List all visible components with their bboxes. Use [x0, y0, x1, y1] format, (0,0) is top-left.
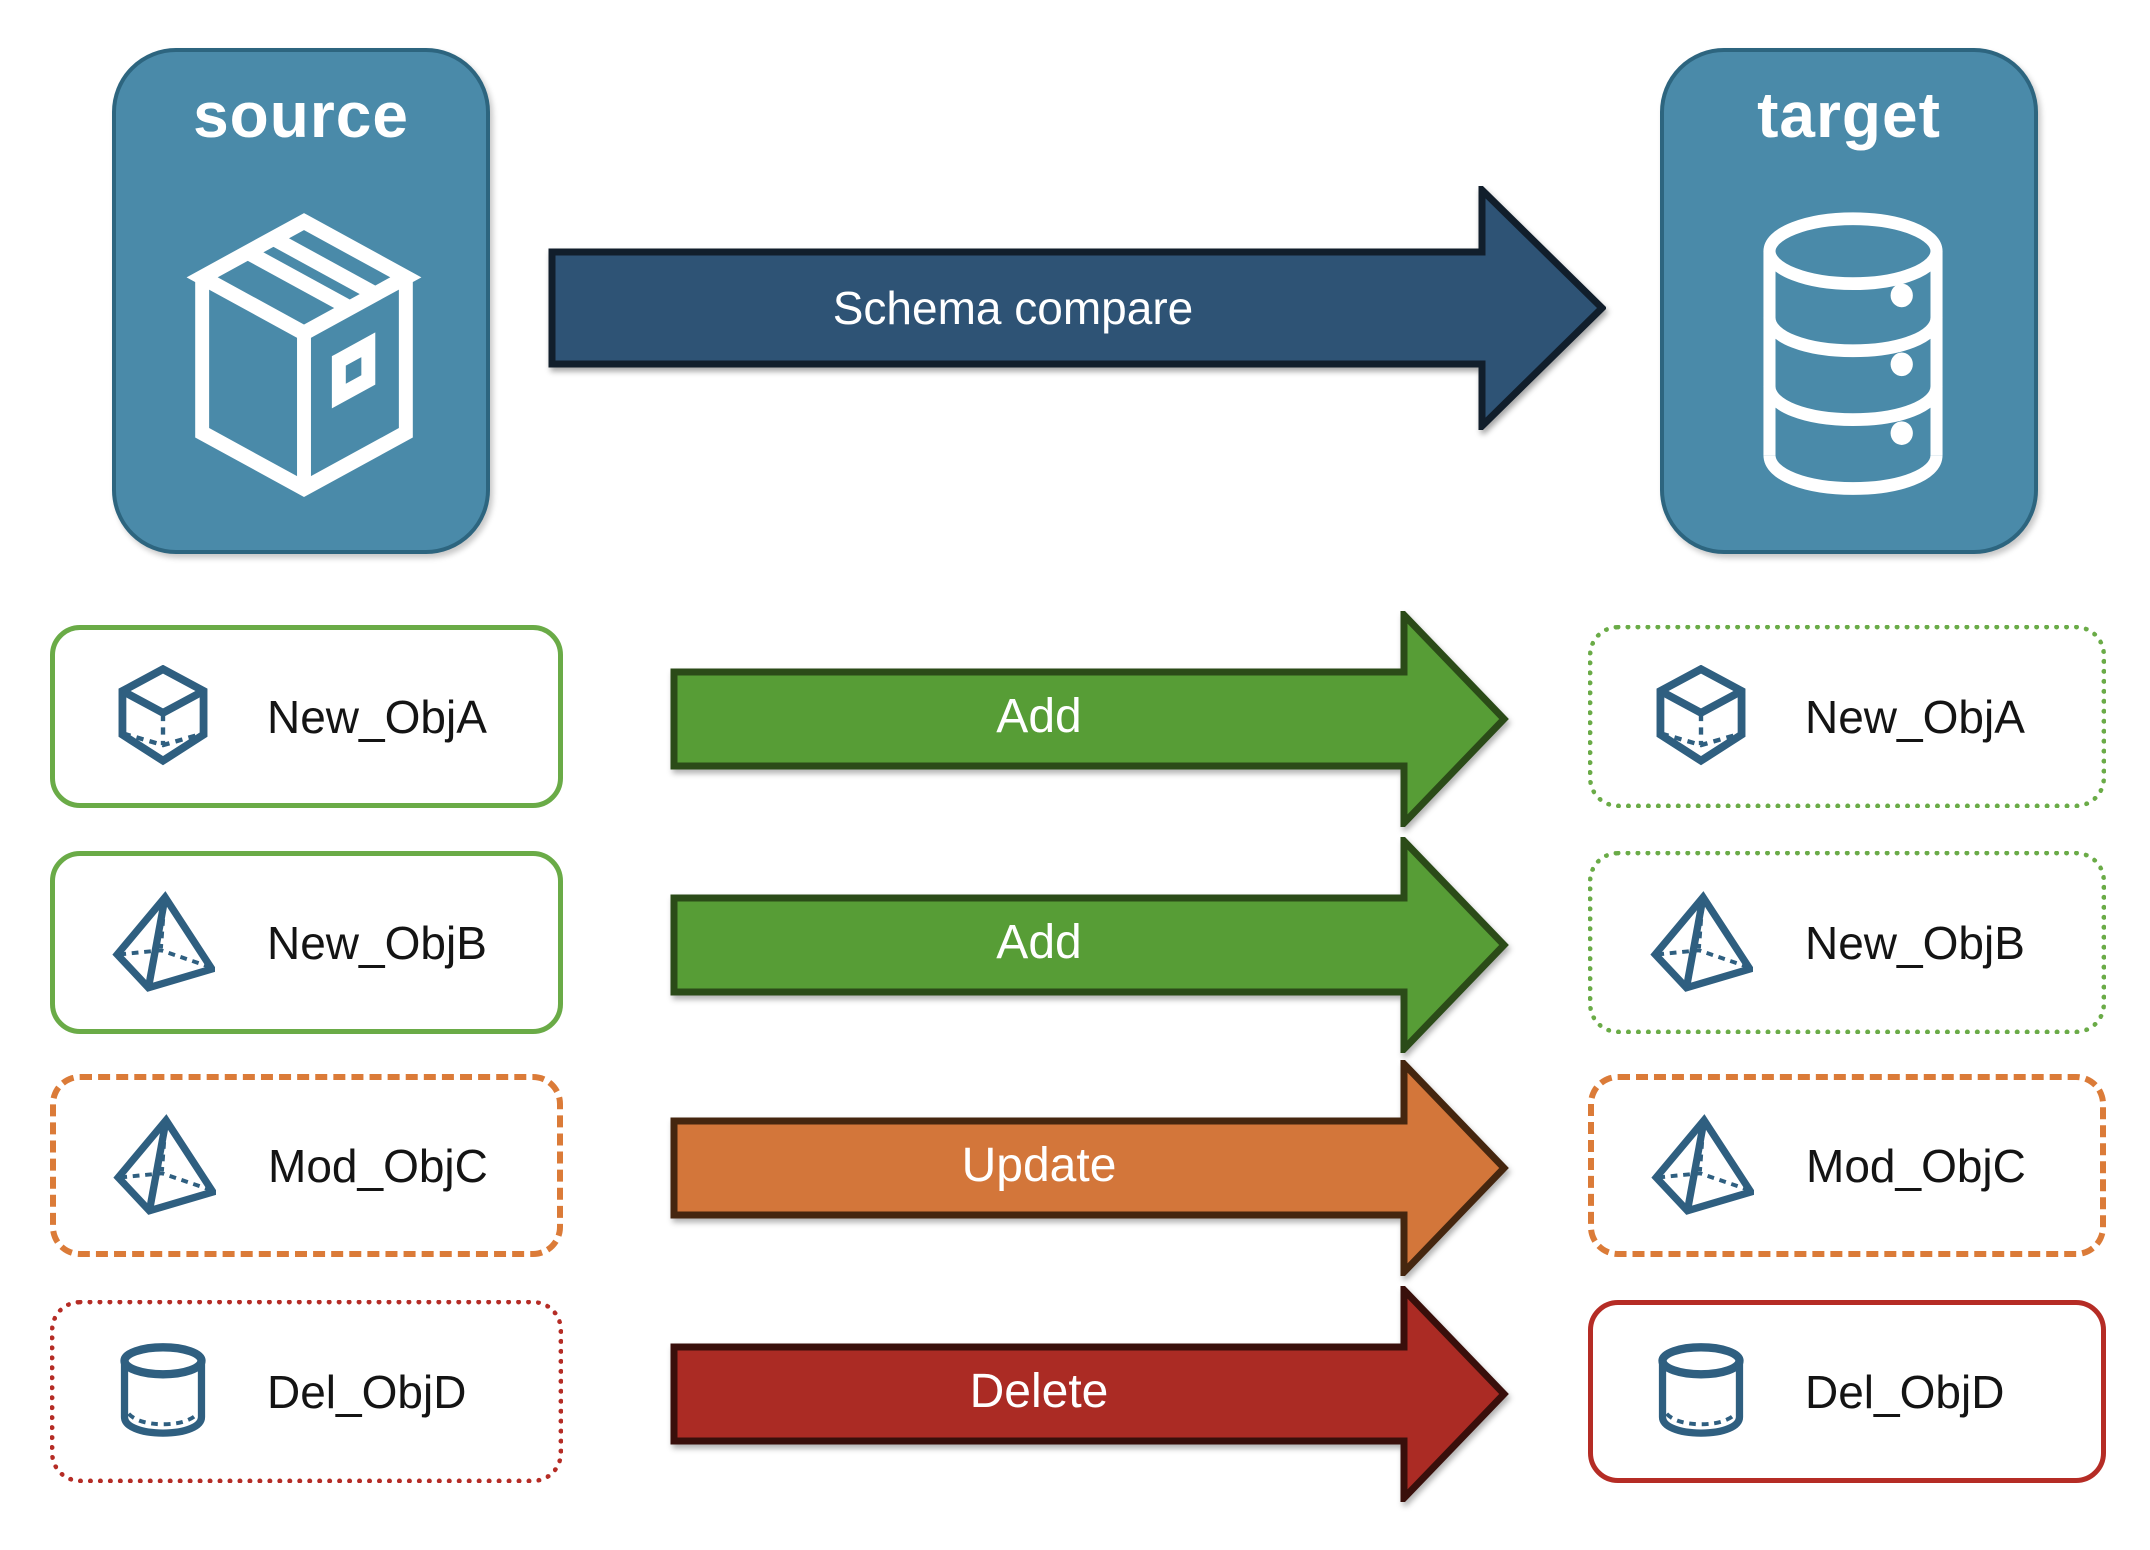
add-arrow	[670, 611, 1509, 827]
update-arrow-label: Update	[961, 1139, 1117, 1192]
pyramid-icon	[112, 890, 215, 992]
update-arrow	[670, 1060, 1509, 1276]
object-row-new-obja: New_ObjA Add New_ObjA	[0, 611, 2150, 827]
object-row-del-objd: Del_ObjD Delete Del_ObjD	[0, 1286, 2150, 1502]
pyramid-icon	[113, 1113, 216, 1215]
target-object-card: Del_ObjD	[1588, 1300, 2106, 1483]
source-object-card: Mod_ObjC	[50, 1074, 563, 1257]
cylinder-icon	[120, 1342, 206, 1437]
source-object-card: New_ObjA	[50, 625, 563, 808]
add-arrow	[670, 837, 1509, 1053]
package-icon	[186, 213, 422, 497]
target-object-card: Mod_ObjC	[1588, 1074, 2106, 1257]
source-object-card: Del_ObjD	[50, 1300, 563, 1483]
object-label: New_ObjB	[267, 916, 487, 969]
object-row-mod-objc: Mod_ObjC Update Mod_ObjC	[0, 1060, 2150, 1276]
object-label: Del_ObjD	[267, 1365, 467, 1418]
target-object-card: New_ObjA	[1588, 625, 2106, 808]
target-object-card: New_ObjB	[1588, 851, 2106, 1034]
object-label: New_ObjB	[1805, 916, 2025, 969]
cube-icon	[1656, 664, 1746, 765]
object-row-new-objb: New_ObjB Add New_ObjB	[0, 837, 2150, 1053]
delete-arrow-label: Delete	[969, 1365, 1109, 1418]
cylinder-icon	[1658, 1342, 1744, 1437]
source-object-card: New_ObjB	[50, 851, 563, 1034]
source-title: source	[193, 79, 409, 151]
add-arrow-label: Add	[996, 916, 1082, 969]
object-label: Mod_ObjC	[268, 1139, 488, 1192]
target-title: target	[1757, 79, 1941, 151]
object-label: Del_ObjD	[1805, 1365, 2005, 1418]
target-node: target	[1660, 48, 2038, 554]
pyramid-icon	[1651, 1113, 1754, 1215]
schema-compare-label: Schema compare	[832, 282, 1194, 334]
schema-compare-arrow	[548, 186, 1606, 430]
object-label: New_ObjA	[267, 690, 487, 743]
cube-icon	[118, 664, 208, 765]
delete-arrow	[670, 1286, 1509, 1502]
add-arrow-label: Add	[996, 690, 1082, 743]
object-label: Mod_ObjC	[1806, 1139, 2026, 1192]
source-node: source	[112, 48, 490, 554]
pyramid-icon	[1650, 890, 1753, 992]
object-label: New_ObjA	[1805, 690, 2025, 743]
database-icon	[1763, 212, 1943, 495]
